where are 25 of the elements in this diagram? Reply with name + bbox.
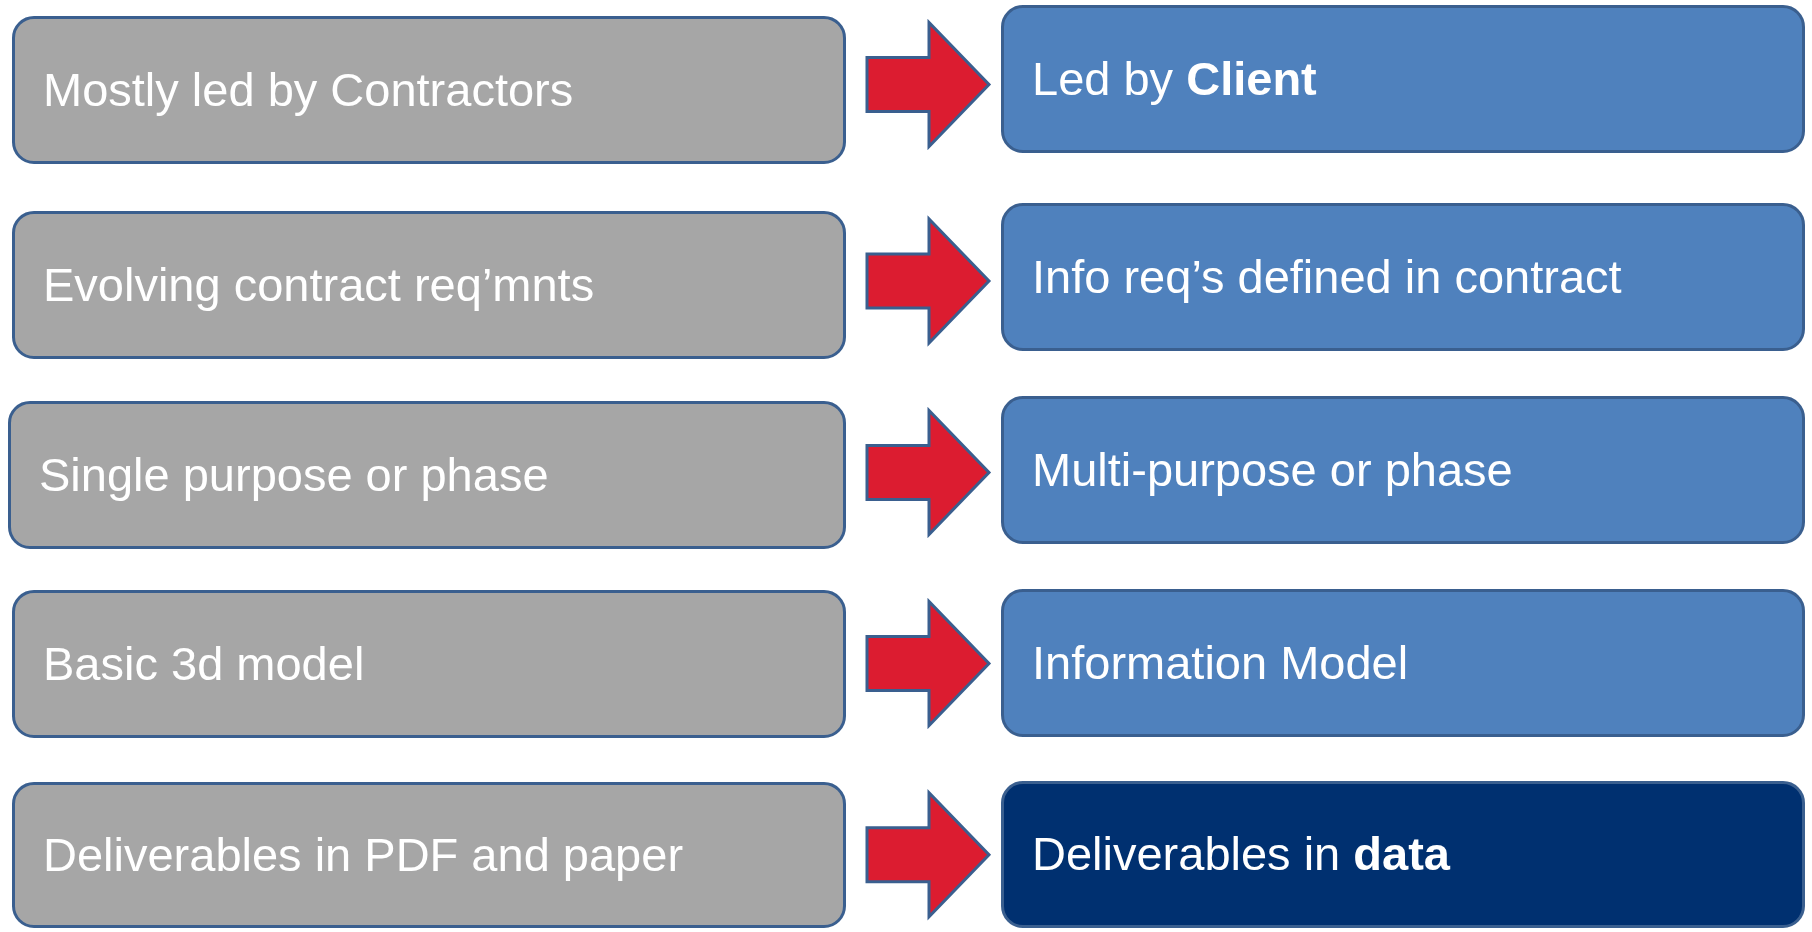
rounded-box xyxy=(12,590,846,738)
rounded-box xyxy=(1001,5,1805,153)
box-text: Single purpose or phase xyxy=(39,446,549,503)
block-arrow xyxy=(865,597,992,730)
box-text: Basic 3d model xyxy=(43,635,365,692)
box-text: Led by Client xyxy=(1032,50,1317,107)
block-arrow xyxy=(865,215,992,347)
block-arrow xyxy=(865,18,992,151)
rounded-box xyxy=(12,782,846,928)
rounded-box xyxy=(1001,781,1805,928)
rounded-box xyxy=(1001,396,1805,544)
rounded-box xyxy=(1001,203,1805,351)
box-text: Mostly led by Contractors xyxy=(43,61,574,118)
block-arrow xyxy=(865,789,992,921)
rounded-box xyxy=(12,16,846,164)
box-text: Info req’s defined in contract xyxy=(1032,248,1622,305)
box-text: Deliverables in PDF and paper xyxy=(43,826,684,883)
rounded-box xyxy=(8,401,846,549)
rounded-box xyxy=(1001,589,1805,737)
box-text: Multi-purpose or phase xyxy=(1032,441,1513,498)
box-text: Evolving contract req’mnts xyxy=(43,256,595,313)
rounded-box xyxy=(12,211,846,359)
box-text: Information Model xyxy=(1032,634,1409,691)
box-text: Deliverables in data xyxy=(1032,826,1450,883)
block-arrow xyxy=(865,406,992,539)
